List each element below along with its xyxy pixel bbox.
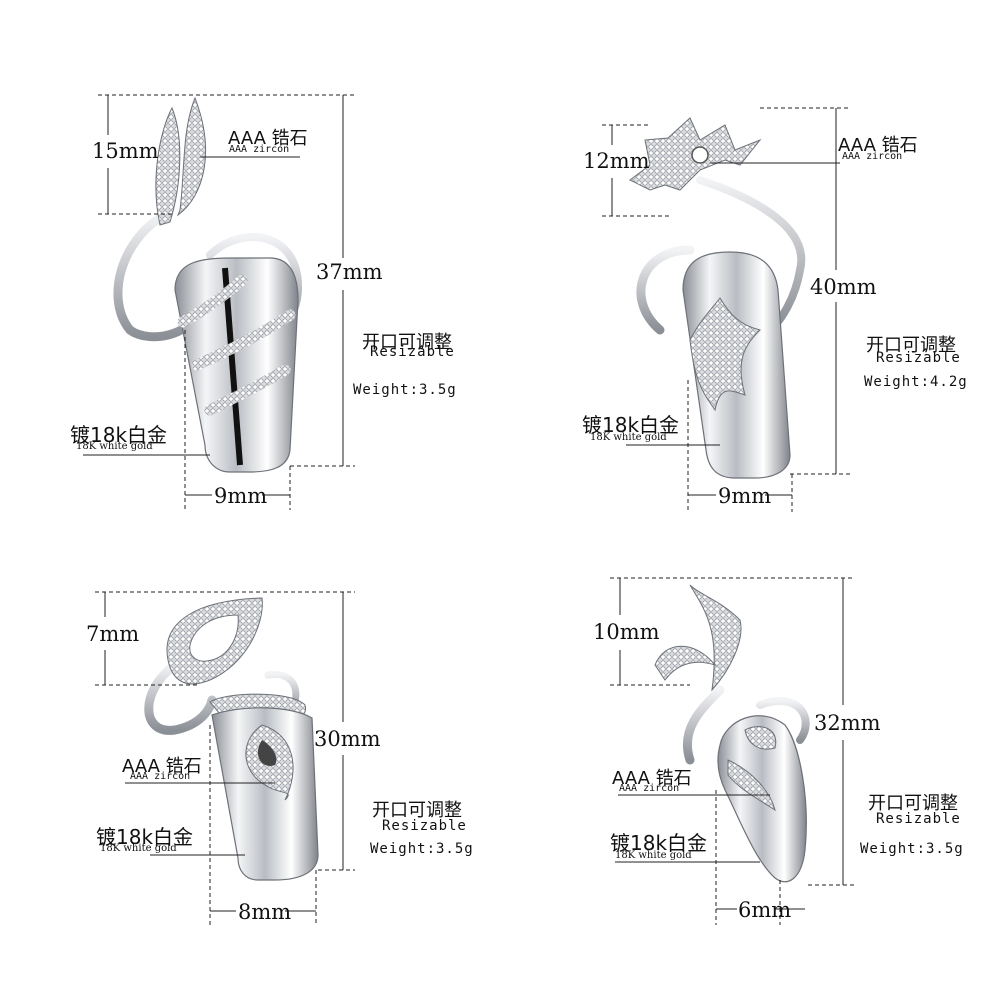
tl-resizable-en: Resizable [370,344,455,360]
bl-zircon-cn: AAA 锆石 [122,756,202,777]
tr-dim-top: 12mm [583,149,650,173]
br-resizable-cn: 开口可调整 [868,793,958,814]
ring-bottom-left [144,597,319,881]
tl-dim-total: 37mm [316,260,383,284]
bl-dim-width: 8mm [238,900,292,924]
br-dim-total: 32mm [814,711,881,735]
br-resizable-en: Resizable [876,811,961,827]
tl-zircon-en: AAA zircon [229,144,290,155]
tr-dim-width: 9mm [718,484,772,508]
ring-top-left [113,96,303,473]
bl-weight: Weight:3.5g [370,841,474,857]
tr-resizable-en: Resizable [876,350,961,366]
br-dim-width: 6mm [738,898,792,922]
br-gold-en: 18K white gold [615,850,692,861]
tr-gold-en: 18K white gold [590,432,667,443]
bl-dim-top: 7mm [86,622,140,646]
tl-zircon-cn: AAA 锆石 [228,128,308,149]
tr-zircon-en: AAA zircon [842,151,903,162]
br-zircon-en: AAA zircon [619,783,680,794]
bl-gold-en: 18K white gold [100,843,177,854]
tl-resizable-cn: 开口可调整 [362,332,452,353]
dimension-lines [83,94,855,926]
tl-gold-cn: 镀18k白金 [70,423,168,447]
tr-dim-total: 40mm [810,275,877,299]
tr-zircon-cn: AAA 锆石 [838,135,918,156]
tl-gold-en: 18K white gold [76,441,153,452]
bl-zircon-en: AAA zircon [130,771,191,782]
tr-resizable-cn: 开口可调整 [866,335,956,356]
br-dim-top: 10mm [593,620,660,644]
bl-resizable-en: Resizable [382,818,467,834]
ring-bottom-right [654,584,810,883]
br-gold-cn: 镀18k白金 [610,831,708,855]
ring-top-right [629,117,806,479]
tl-dim-top: 15mm [92,139,159,163]
br-weight: Weight:3.5g [860,841,964,857]
br-zircon-cn: AAA 锆石 [612,768,692,789]
bl-gold-cn: 镀18k白金 [96,825,194,849]
bl-resizable-cn: 开口可调整 [372,800,462,821]
tr-weight: Weight:4.2g [864,374,968,390]
tl-dim-width: 9mm [214,484,268,508]
tl-weight: Weight:3.5g [353,382,457,398]
bl-dim-total: 30mm [314,727,381,751]
tr-gold-cn: 镀18k白金 [582,413,680,437]
